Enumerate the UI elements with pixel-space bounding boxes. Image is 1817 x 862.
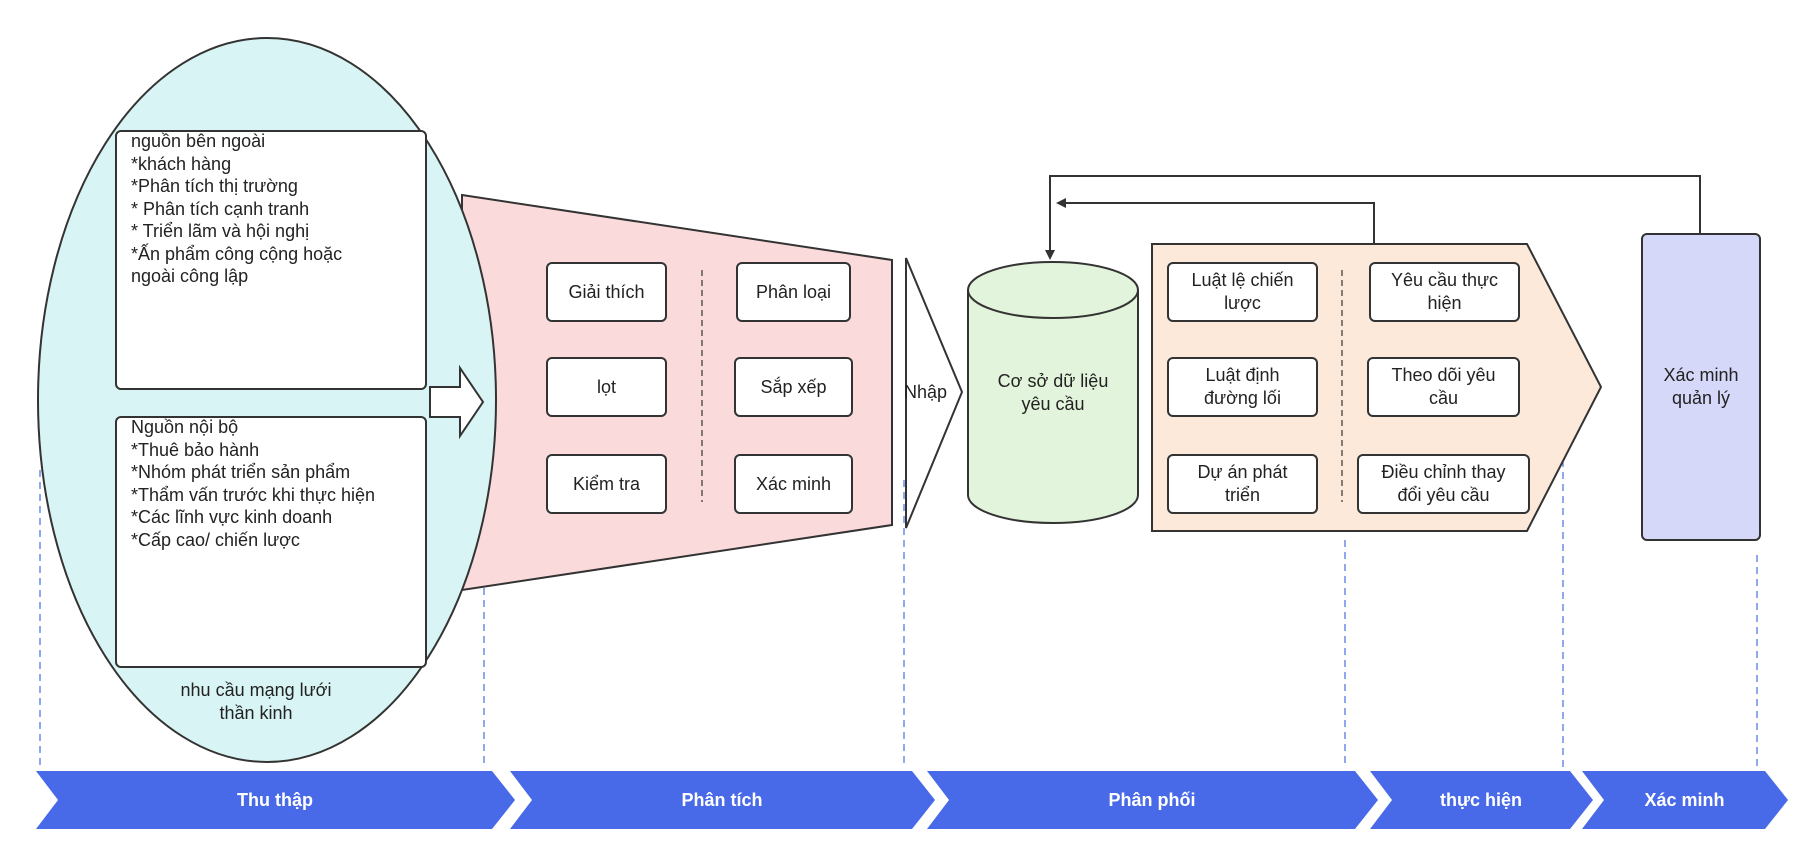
stage-label: Thu thập — [237, 789, 313, 810]
text-line: Nguồn nội bộ — [131, 417, 239, 437]
stage-chevron[interactable] — [510, 771, 935, 829]
label-line: Luật lệ chiến — [1191, 270, 1294, 290]
stage-chevron[interactable] — [1370, 771, 1593, 829]
label-line: Luật định — [1205, 365, 1280, 385]
analysis-box[interactable] — [546, 454, 667, 514]
text-line: *Ấn phẩm công cộng hoặc — [131, 243, 343, 264]
analysis-box[interactable] — [736, 262, 851, 322]
text-line: *Thẩm vấn trước khi thực hiện — [131, 484, 375, 505]
stage-chevron[interactable] — [1582, 771, 1788, 829]
collection-caption: nhu cầu mạng lưới thần kinh — [136, 677, 376, 727]
distribution-box[interactable] — [1167, 357, 1318, 417]
label-line: Theo dõi yêu — [1391, 365, 1496, 385]
verify-line: Xác minh — [1663, 365, 1739, 385]
label-line: Dự án phát — [1197, 462, 1288, 482]
database-line: yêu cầu — [1021, 394, 1085, 414]
distribution-label: Luật định đường lối — [1168, 358, 1317, 416]
distribution-box[interactable] — [1167, 454, 1318, 514]
database-label: Cơ sở dữ liệu yêu cầu — [968, 368, 1138, 418]
text-line: *khách hàng — [131, 153, 232, 174]
distribution-label: Theo dõi yêu cầu — [1368, 358, 1519, 416]
text-line: *Phân tích thị trường — [131, 176, 298, 196]
text-line: *Các lĩnh vực kinh doanh — [131, 507, 333, 527]
database-line: Cơ sở dữ liệu — [997, 371, 1109, 391]
text-line: nguồn bên ngoài — [131, 131, 266, 151]
analysis-label: Xác minh — [755, 473, 832, 494]
label-line: cầu — [1428, 388, 1459, 408]
caption-line: nhu cầu mạng lưới — [180, 680, 332, 700]
text-line: ngoài công lập — [131, 266, 249, 286]
stage-chevron[interactable] — [927, 771, 1378, 829]
distribution-box[interactable] — [1167, 262, 1318, 322]
stage-label: thực hiện — [1439, 789, 1523, 810]
label-line: triển — [1224, 485, 1260, 505]
analysis-label: Sắp xếp — [760, 376, 827, 397]
stage-bar — [36, 771, 1788, 829]
database-cylinder — [967, 261, 1139, 524]
distribution-label: Điều chỉnh thay đổi yêu cầu — [1358, 455, 1529, 513]
import-triangle — [905, 257, 964, 529]
stage-chevron[interactable] — [36, 771, 515, 829]
analysis-box[interactable] — [546, 357, 667, 417]
text-line: * Triển lãm và hội nghị — [131, 221, 310, 241]
stage-label: Xác minh — [1644, 789, 1725, 810]
text-line: *Cấp cao/ chiến lược — [131, 529, 300, 550]
distribution-boxes — [1167, 262, 1530, 514]
stage-label: Phân tích — [681, 789, 763, 810]
external-sources-text: nguồn bên ngoài *khách hàng *Phân tích t… — [131, 130, 342, 288]
label-line: Điều chỉnh thay — [1381, 462, 1506, 482]
analysis-box[interactable] — [546, 262, 667, 322]
verify-label: Xác minh quản lý — [1642, 362, 1760, 412]
distribution-label: Yêu cầu thực hiện — [1370, 263, 1519, 321]
distribution-box[interactable] — [1369, 262, 1520, 322]
analysis-label: lọt — [596, 376, 616, 397]
import-label: Nhập — [904, 381, 948, 402]
distribution-label: Dự án phát triển — [1168, 455, 1317, 513]
analysis-box[interactable] — [734, 357, 853, 417]
block-arrow-icon — [429, 364, 485, 440]
analysis-box[interactable] — [734, 454, 853, 514]
external-sources-box — [115, 130, 427, 390]
label-line: Yêu cầu thực — [1390, 270, 1499, 290]
verify-line: quản lý — [1671, 388, 1731, 408]
feedback-connector — [1056, 198, 1375, 244]
internal-sources-box — [115, 416, 427, 668]
text-line: *Nhóm phát triển sản phẩm — [131, 462, 351, 482]
text-line: *Thuê bảo hành — [131, 439, 260, 460]
analysis-label: Giải thích — [568, 281, 645, 302]
distribution-box[interactable] — [1367, 357, 1520, 417]
stage-label: Phân phối — [1108, 789, 1196, 810]
distribution-label: Luật lệ chiến lược — [1168, 263, 1317, 321]
analysis-label: Kiểm tra — [572, 473, 641, 494]
feedback-connector — [1045, 175, 1701, 260]
text-line: * Phân tích cạnh tranh — [131, 198, 310, 219]
distribution-box[interactable] — [1357, 454, 1530, 514]
label-line: hiện — [1427, 293, 1462, 313]
caption-line: thần kinh — [219, 703, 293, 723]
label-line: đổi yêu cầu — [1397, 485, 1490, 505]
internal-sources-text: Nguồn nội bộ *Thuê bảo hành *Nhóm phát t… — [131, 416, 375, 551]
label-line: lược — [1224, 293, 1261, 313]
label-line: đường lối — [1204, 388, 1281, 408]
analysis-boxes — [546, 262, 853, 514]
analysis-label: Phân loại — [755, 281, 832, 302]
